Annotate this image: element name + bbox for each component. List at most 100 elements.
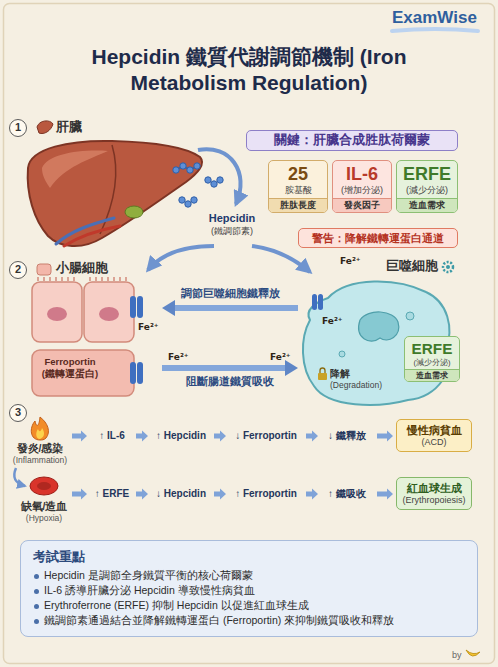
peptide-bead [180, 163, 186, 169]
pathway-step: ↑ 鐵吸收 [320, 488, 374, 500]
liver-mini-icon [37, 121, 53, 134]
arrow-shaft [175, 305, 298, 311]
peptide-bead [217, 177, 223, 183]
node-text: 紅血球生成 [401, 481, 467, 495]
link-curve-arrow [14, 468, 25, 486]
node-subtext: (增加分泌) [333, 185, 391, 198]
node-text: 慢性病貧血 [401, 423, 467, 437]
peptide-bead [194, 163, 200, 169]
ferroportin-channel [318, 294, 323, 310]
peptide-bead [187, 167, 193, 173]
brand-logo: ExamWise [392, 8, 477, 28]
il6-card: IL-6(增加分泌)發炎因子 [332, 160, 392, 213]
node-subtext: (Erythropoiesis) [401, 495, 467, 506]
gear-icon [443, 262, 453, 272]
chain-arrow [136, 489, 148, 500]
bullet-row: Hepcidin 是調節全身鐵質平衡的核心荷爾蒙 [33, 568, 465, 583]
node-text: 關鍵：肝臟合成胜肽荷爾蒙 [255, 133, 449, 148]
peptide-bead [205, 177, 211, 183]
liver-highlight [42, 151, 108, 188]
diagram-title: Hepcidin 鐵質代謝調節機制 (Iron Metabolism Regul… [89, 44, 409, 96]
paper-border [4, 4, 495, 664]
red-blood-cell-center [37, 482, 51, 490]
microvilli [38, 277, 126, 281]
fire-icon-core [36, 428, 44, 439]
peptide-bead [173, 167, 179, 173]
node-subtext: 胜肽長度 [269, 198, 327, 212]
pathway-step: ↓ 鐵釋放 [320, 430, 374, 442]
node-subtext: 造血需求 [405, 369, 459, 381]
ferroportin-channel [137, 362, 143, 384]
pathway-step: ↓ Ferroportin [228, 430, 304, 442]
bullet-row: IL-6 誘導肝臟分泌 Hepcidin 導致慢性病貧血 [33, 583, 465, 598]
liver [28, 141, 202, 246]
flow-arrow [162, 300, 298, 316]
peptide-bead [185, 201, 191, 207]
trigger-subtitle: (Inflammation) [8, 455, 72, 465]
erfe-card: ERFE(減少分泌)造血需求 [396, 160, 458, 213]
arrow-head [285, 360, 298, 376]
iron-ion: Fe²⁺ [168, 352, 189, 363]
epithelial-cell [84, 282, 134, 342]
flow-arrow [162, 360, 298, 376]
signature: by [452, 650, 462, 661]
iron-ion: Fe²⁺ [270, 352, 291, 363]
ferroportin-channel [130, 296, 136, 318]
pathway-step: ↑ IL-6 [90, 430, 134, 442]
node-text: 2 [10, 262, 26, 277]
arrow-head [162, 300, 175, 316]
lock-shackle [320, 368, 325, 373]
node-text: ERFE [405, 337, 459, 358]
red-blood-cell [30, 477, 58, 495]
vesicle [339, 351, 345, 357]
node-text: ERFE [397, 161, 457, 185]
chain-arrow [377, 489, 393, 500]
basal-cell [32, 350, 134, 396]
peptide-bead [211, 181, 217, 187]
logo-underline [392, 29, 478, 31]
chain-arrow [214, 489, 226, 500]
node-text: 25 [269, 161, 327, 185]
vesicle [406, 312, 414, 320]
step-number: 2 [9, 261, 27, 279]
bullet-dot [34, 604, 39, 609]
node-subtext: (ACD) [401, 437, 467, 448]
peptide-bead [179, 197, 185, 203]
peptide-bead [191, 197, 197, 203]
trigger-subtitle: (Hypoxia) [12, 513, 76, 523]
arrow-shaft [162, 365, 285, 371]
fire-icon [31, 417, 48, 440]
hepcidin-to-macrophage-arrow [252, 246, 310, 272]
erythropoiesis-box: 紅血球生成(Erythropoiesis) [396, 477, 472, 510]
node-text: 考試重點 [33, 548, 465, 565]
pathway-step: ↑ ERFE [90, 488, 134, 500]
bullet-row: Erythroferrone (ERFE) 抑制 Hepcidin 以促進紅血球… [33, 598, 465, 613]
chain-arrow [136, 431, 148, 442]
step-number: 3 [9, 404, 27, 422]
bullet-text: IL-6 誘導肝臟分泌 Hepcidin 導致慢性病貧血 [33, 583, 465, 598]
exam-points-box: 考試重點 Hepcidin 是調節全身鐵質平衡的核心荷爾蒙IL-6 誘導肝臟分泌 … [20, 540, 478, 637]
hormone-subtitle: (鐵調節素) [192, 226, 272, 237]
arrow-label: 阻斷腸道鐵質吸收 [183, 375, 277, 388]
iron-ion: Fe²⁺ [138, 322, 159, 333]
signature-icon [466, 650, 480, 656]
pathway-step: ↑ Hepcidin [150, 430, 212, 442]
degradation-label: 降解 [330, 368, 350, 379]
chain-arrow [306, 489, 318, 500]
node-subtext: Ferroportin (鐵轉運蛋白) [40, 356, 100, 379]
bullet-row: 鐵調節素通過結合並降解鐵轉運蛋白 (Ferroportin) 來抑制鐵質吸收和釋… [33, 613, 465, 628]
chain-arrow [377, 431, 393, 442]
node-subtext: (減少分泌) [405, 358, 459, 369]
node-subtext: 發炎因子 [333, 198, 391, 212]
warning-banner: 警告：降解鐵轉運蛋白通道 [298, 228, 458, 248]
chain-arrow [306, 431, 318, 442]
chain-arrow [72, 489, 87, 500]
macrophage-nucleus [359, 312, 399, 341]
erfe-card: ERFE(減少分泌)造血需求 [404, 336, 460, 382]
bullet-text: 鐵調節素通過結合並降解鐵轉運蛋白 (Ferroportin) 來抑制鐵質吸收和釋… [33, 613, 465, 628]
epithelial-cell [32, 282, 82, 342]
bullet-text: Hepcidin 是調節全身鐵質平衡的核心荷爾蒙 [33, 568, 465, 583]
node-text: 警告：降解鐵轉運蛋白通道 [305, 231, 451, 245]
cell-nucleus [47, 307, 67, 321]
bullet-dot [34, 574, 39, 579]
